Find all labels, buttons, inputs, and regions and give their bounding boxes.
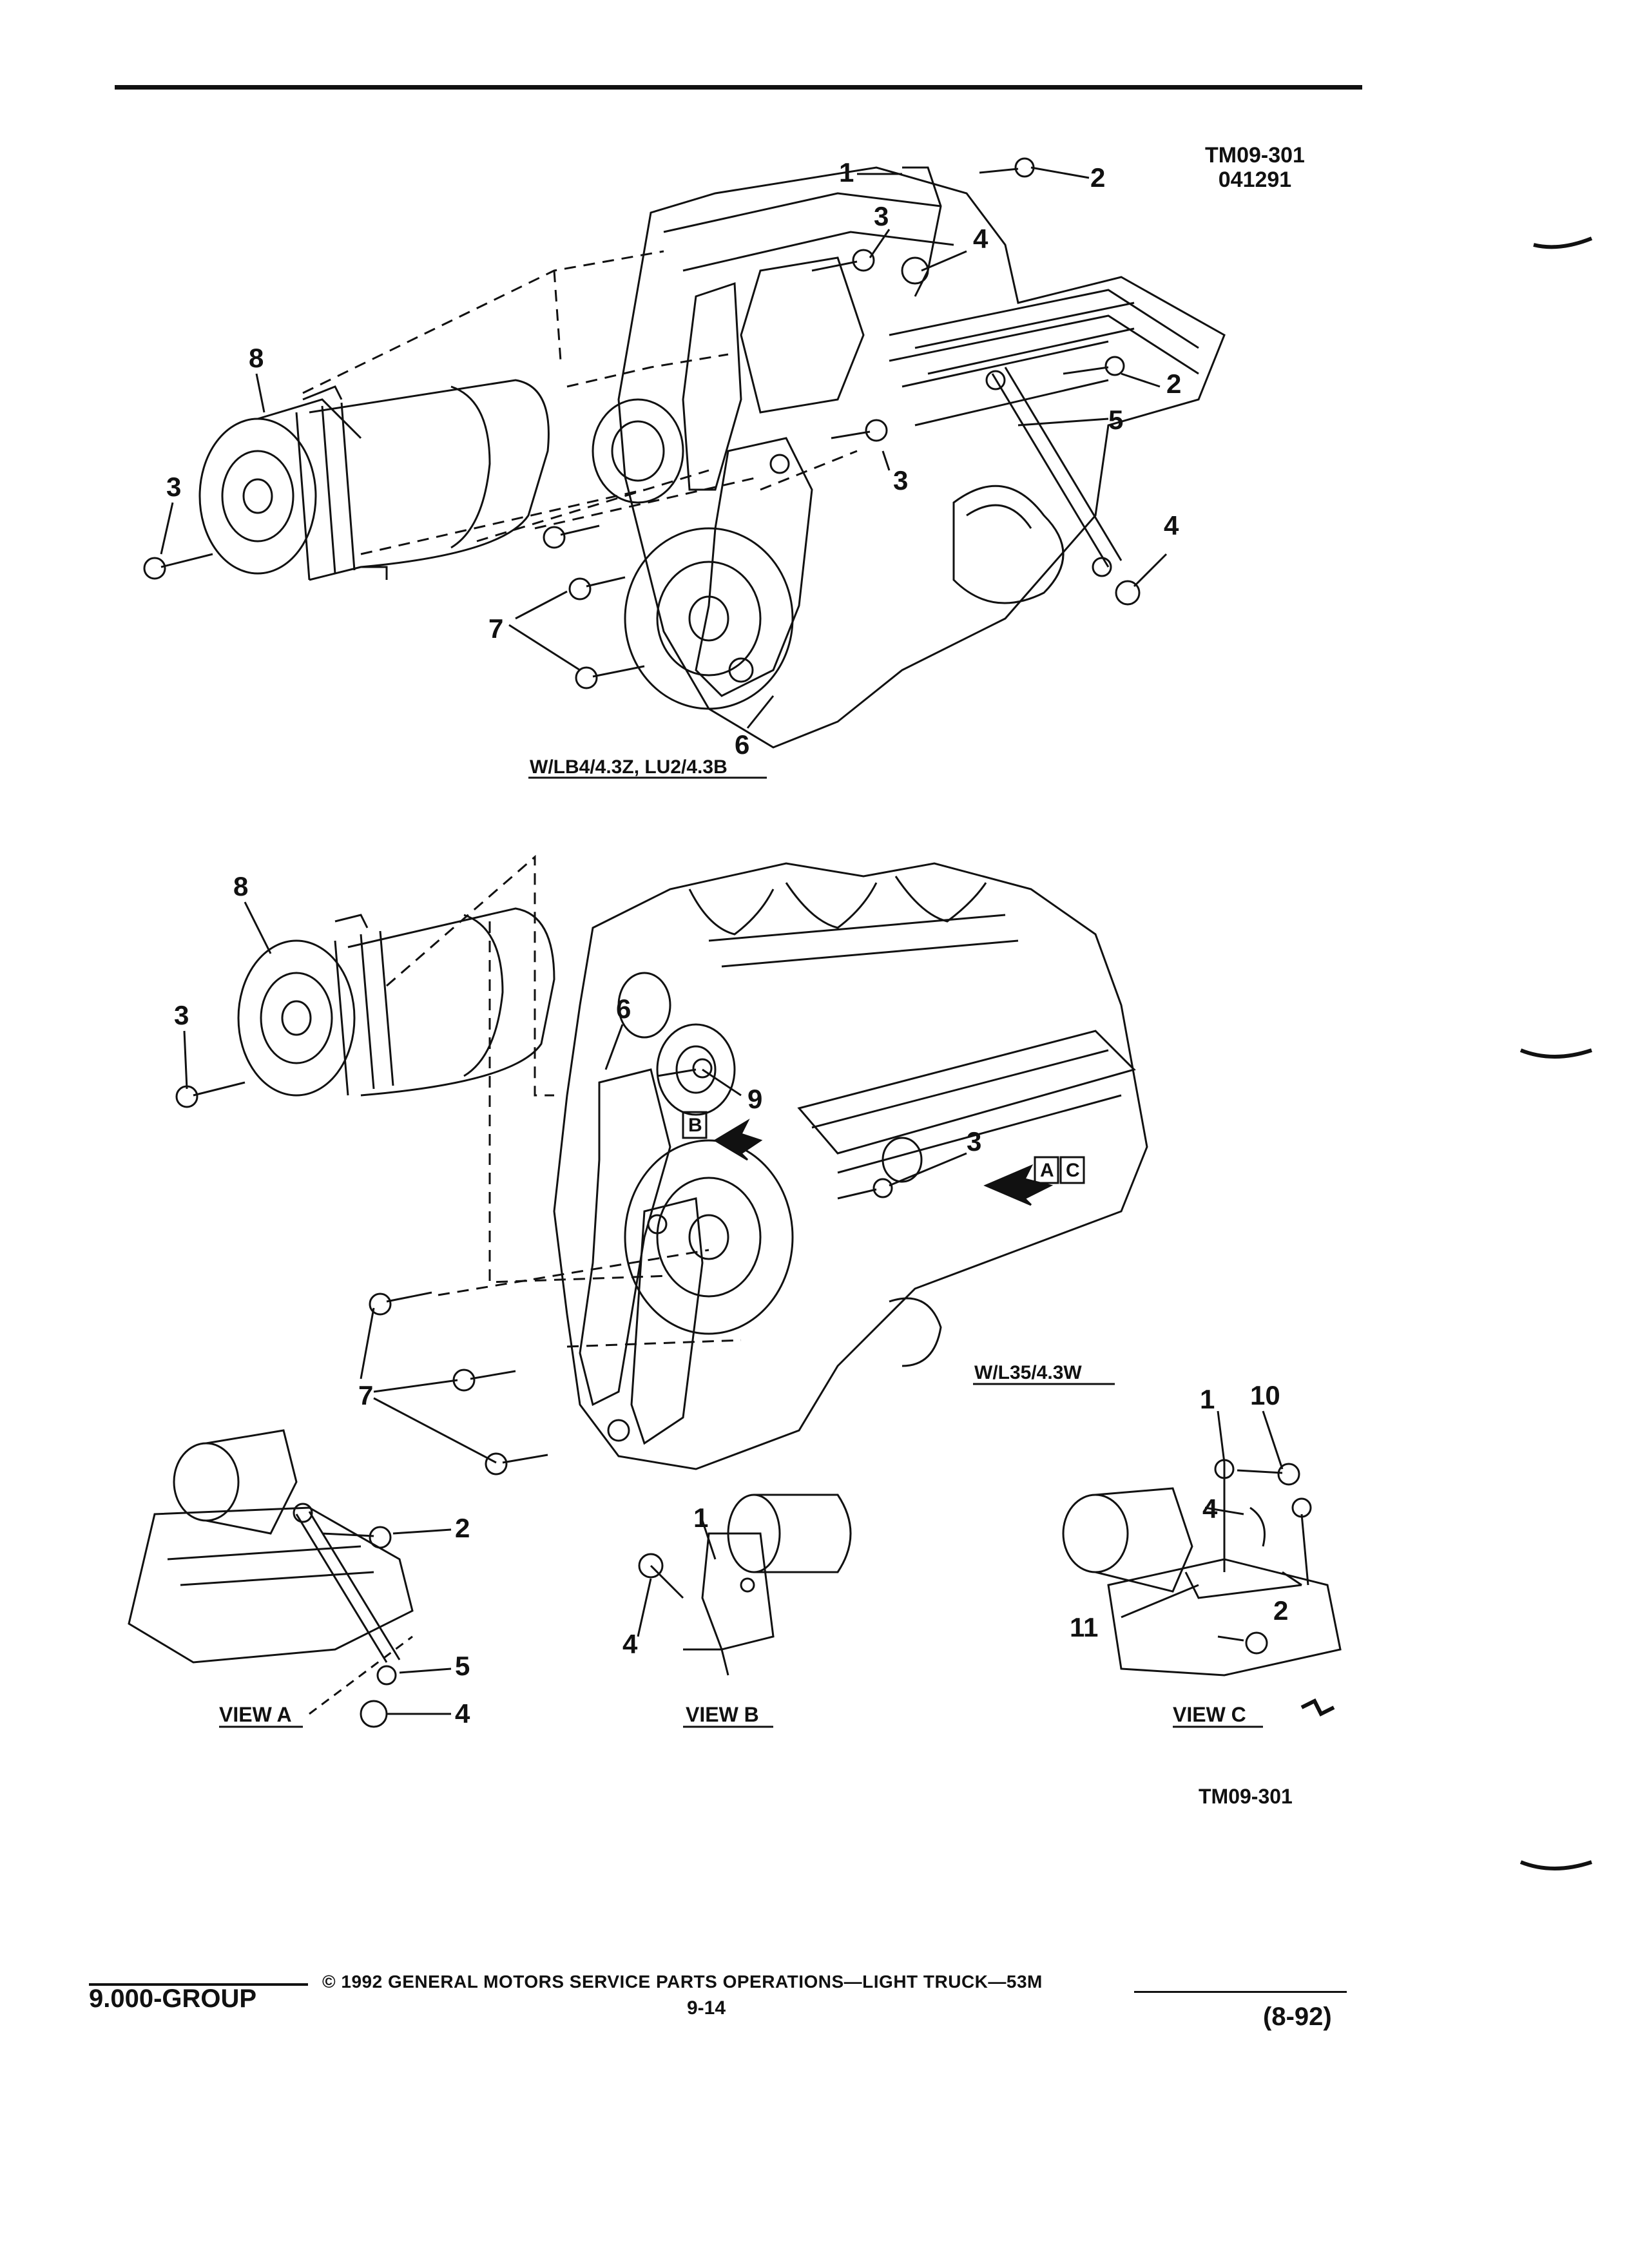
view-a-caption: VIEW A	[219, 1703, 292, 1726]
mid-engine-assembly	[386, 854, 1148, 1470]
mid-compressor	[175, 907, 555, 1475]
callout-3-top-c: 3	[166, 472, 181, 502]
arrow-tag-b: B	[682, 1111, 708, 1139]
callout-3-top-a: 3	[874, 201, 889, 231]
view-c-detail	[1062, 1410, 1342, 1717]
top-leaders	[160, 166, 1168, 729]
callout-4-view-a: 4	[455, 1698, 470, 1729]
binding-marks	[1519, 236, 1593, 1870]
callout-7-top-a: 7	[488, 613, 503, 644]
callout-8-mid: 8	[233, 871, 248, 901]
mid-leaders	[183, 901, 967, 1464]
top-compressor	[143, 379, 645, 689]
callout-4-view-b: 4	[622, 1629, 638, 1659]
callout-3-mid-b: 3	[967, 1126, 981, 1157]
callout-4-top-b: 4	[1164, 510, 1179, 541]
callout-4-top-a: 4	[973, 224, 988, 254]
callout-5-top: 5	[1108, 405, 1123, 435]
figure-date: 041291	[1218, 168, 1292, 192]
arrow-tag-b-label: B	[688, 1115, 702, 1136]
footer-group: 9.000-GROUP	[89, 1984, 257, 2013]
footer-rule-right	[1134, 1991, 1347, 1993]
callout-11-view-c: 11	[1070, 1612, 1098, 1642]
callout-3-top-b: 3	[893, 465, 908, 495]
callout-2-view-a: 2	[455, 1513, 470, 1543]
view-b-detail	[637, 1494, 852, 1676]
callout-8-top: 8	[249, 343, 264, 373]
arrow-tag-c-label: C	[1066, 1160, 1080, 1181]
callout-6-mid: 6	[616, 994, 631, 1024]
figure-id: TM09-301	[1205, 143, 1305, 168]
callout-2-top-b: 2	[1166, 369, 1181, 399]
callout-1-top: 1	[839, 157, 854, 187]
header-rule	[115, 85, 1362, 90]
footer-revision-date: (8-92)	[1263, 2003, 1332, 2031]
view-c-caption: VIEW C	[1173, 1703, 1246, 1726]
callout-2-top-a: 2	[1090, 162, 1105, 193]
mid-view-caption: W/L35/4.3W	[974, 1362, 1082, 1383]
callout-7-mid: 7	[358, 1380, 373, 1410]
footer-copyright: © 1992 GENERAL MOTORS SERVICE PARTS OPER…	[322, 1972, 1043, 1992]
view-a-detail	[128, 1429, 452, 1728]
figure-id-bottom: TM09-301	[1199, 1785, 1293, 1808]
callout-10-view-c: 10	[1250, 1380, 1280, 1410]
top-engine-assembly	[302, 157, 1226, 749]
callout-3-mid-a: 3	[174, 1000, 189, 1030]
arrow-tag-a: A	[1034, 1156, 1059, 1184]
footer-rule-left	[89, 1983, 308, 1986]
figure-id-header: TM09-301 041291	[1205, 143, 1305, 192]
callout-1-view-c: 1	[1200, 1384, 1215, 1414]
callout-4-view-c: 4	[1202, 1494, 1218, 1524]
top-view-caption: W/LB4/4.3Z, LU2/4.3B	[530, 756, 728, 778]
callout-6-top: 6	[735, 729, 749, 760]
callout-1-view-b: 1	[693, 1503, 708, 1533]
arrow-tag-a-label: A	[1040, 1160, 1054, 1181]
footer-page-number: 9-14	[687, 1997, 726, 2019]
callout-5-view-a: 5	[455, 1651, 470, 1681]
view-b-caption: VIEW B	[686, 1703, 759, 1726]
callout-2-view-c: 2	[1273, 1595, 1288, 1626]
arrow-tag-c: C	[1059, 1156, 1085, 1184]
callout-9-mid: 9	[747, 1084, 762, 1114]
